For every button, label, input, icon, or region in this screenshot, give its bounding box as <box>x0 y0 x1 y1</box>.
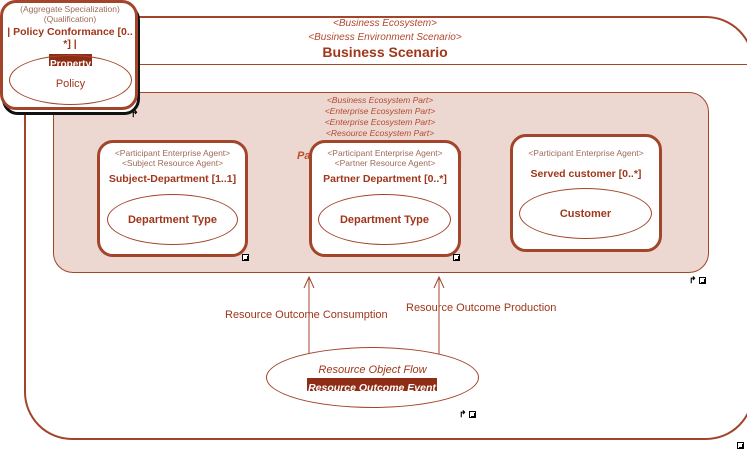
agent-1-expand-icon[interactable] <box>242 254 249 261</box>
policy-oval-label: Policy <box>55 78 86 90</box>
part-expand-icon[interactable] <box>699 277 706 284</box>
policy-up-arrow-icon[interactable]: ↱ <box>131 109 139 119</box>
ecosystem-part-stereotype-3: <Enterprise Ecosystem Part> <box>324 117 436 127</box>
agent-2-expand-icon[interactable] <box>453 254 460 261</box>
ecosystem-part-stereotype-2: <Enterprise Ecosystem Part> <box>324 106 436 116</box>
policy-stereotype-1: (Aggregate Specialization) <box>20 4 120 14</box>
scenario-stereotype-1: <Business Ecosystem> <box>333 18 437 29</box>
part-up-arrow-icon[interactable]: ↱ <box>689 275 697 285</box>
agent-3-stereotype-1: <Participant Enterprise Agent> <box>528 148 644 158</box>
object-flow-expand-icon[interactable] <box>469 411 476 418</box>
scenario-title: Business Scenario <box>322 44 448 60</box>
scenario-stereotype-2: <Business Environment Scenario> <box>308 32 462 43</box>
scenario-header-divider <box>135 64 747 65</box>
agent-1-stereotype-2: <Subject Resource Agent> <box>121 158 224 168</box>
policy-oval[interactable]: Policy <box>9 55 132 105</box>
agent-1-oval[interactable]: Department Type <box>107 194 238 245</box>
resource-object-flow[interactable] <box>266 347 479 408</box>
business-scenario-frame[interactable] <box>24 16 747 440</box>
production-label: Resource Outcome Production <box>406 302 557 314</box>
object-flow-label: Resource Object Flow <box>318 364 427 376</box>
agent-2-stereotype-2: <Partner Resource Agent> <box>334 158 436 168</box>
agent-2-title: Partner Department [0..*] <box>323 173 447 185</box>
agent-1-stereotype-1: <Participant Enterprise Agent> <box>114 148 231 158</box>
policy-title-line-2: *] | <box>63 38 77 50</box>
agent-3-title: Served customer [0..*] <box>530 168 642 180</box>
agent-1-oval-label: Department Type <box>127 213 218 226</box>
ecosystem-part-stereotype-4: <Resource Ecosystem Part> <box>325 128 435 138</box>
agent-2-oval[interactable]: Department Type <box>318 194 451 245</box>
ecosystem-part-stereotype-1: <Business Ecosystem Part> <box>326 95 434 105</box>
object-flow-tag-text: Resource Outcome Event <box>308 382 436 394</box>
object-flow-up-arrow-icon[interactable]: ↱ <box>459 409 467 419</box>
policy-stereotype-2: (Qualification) <box>43 14 97 24</box>
agent-2-oval-label: Department Type <box>339 213 430 226</box>
consumption-label: Resource Outcome Consumption <box>225 309 388 321</box>
agent-3-oval[interactable]: Customer <box>519 188 652 239</box>
agent-2-stereotype-1: <Participant Enterprise Agent> <box>327 148 443 158</box>
ecosystem-part-title-left: Pa <box>297 150 311 162</box>
object-flow-tag: Resource Outcome Event <box>307 378 437 394</box>
agent-1-title: Subject-Department [1..1] <box>108 173 237 185</box>
policy-title-line-1: | Policy Conformance [0.. <box>7 26 133 38</box>
agent-3-oval-label: Customer <box>559 207 612 220</box>
scenario-expand-icon[interactable] <box>737 442 744 449</box>
